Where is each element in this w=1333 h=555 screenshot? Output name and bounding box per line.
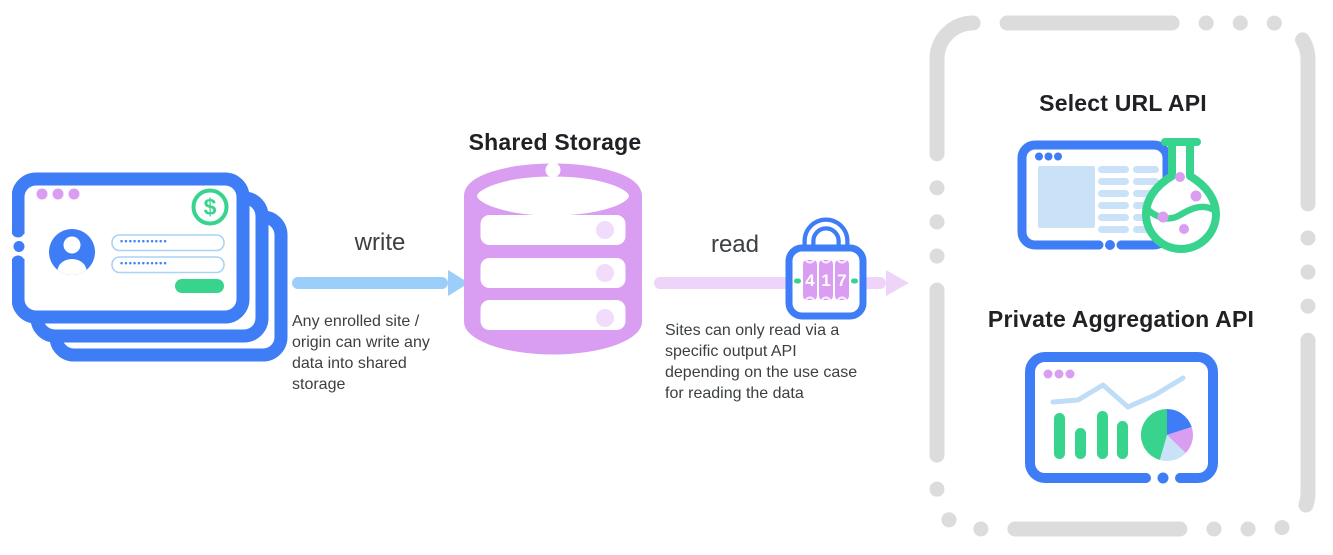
private-aggregation-api-title: Private Aggregation API: [987, 306, 1255, 332]
border-dot: [1105, 240, 1115, 250]
write-arrow: [292, 270, 469, 296]
bar-chart: [1054, 411, 1128, 459]
password-mask: •••••••••••: [120, 258, 168, 268]
login-button[interactable]: [175, 279, 224, 293]
window-control-dots: [1043, 369, 1075, 379]
combination-lock-icon: 4 1 7: [785, 217, 867, 320]
border-dot: [13, 241, 25, 252]
currency-symbol: $: [204, 194, 217, 220]
read-label: read: [710, 231, 760, 258]
lock-mark-right: [851, 278, 858, 284]
read-description: Sites can only read via a specific outpu…: [665, 322, 858, 402]
select-url-api-title: Select URL API: [1039, 90, 1207, 116]
content-block: [1038, 166, 1095, 228]
write-label: write: [354, 229, 406, 256]
shared-storage-title: Shared Storage: [468, 129, 642, 155]
site-window-front: $ ••••••••••• •••••••••••: [12, 172, 250, 324]
lock-dials[interactable]: 4 1 7: [803, 254, 849, 307]
window-control-dots: [36, 188, 80, 200]
user-avatar-icon: [49, 229, 95, 275]
line-chart: [1050, 375, 1186, 410]
database-cylinder-icon: [464, 162, 642, 355]
password-mask: •••••••••••: [120, 236, 168, 246]
border-dot: [1157, 472, 1169, 484]
experiment-flask-icon: [1142, 138, 1220, 253]
stacked-browser-windows-icon: $ ••••••••••• •••••••••••: [12, 172, 288, 362]
lock-mark-left: [794, 278, 801, 284]
write-description: Any enrolled site / origin can write any…: [292, 313, 430, 393]
database-slots: [480, 215, 626, 330]
charts-dashboard-icon: [1025, 352, 1218, 485]
pie-chart: [1140, 408, 1193, 462]
window-control-dots: [1035, 152, 1062, 161]
lock-digit: 1: [821, 271, 830, 290]
flask-bubbles: [1157, 172, 1202, 234]
lock-digit: 7: [837, 271, 846, 290]
output-apis-container: [929, 15, 1316, 537]
password-field[interactable]: •••••••••••: [111, 234, 225, 252]
select-url-api-icon: [1017, 138, 1220, 253]
cylinder-top-gap: [545, 162, 561, 178]
password-field[interactable]: •••••••••••: [111, 256, 225, 274]
lock-digit: 4: [805, 271, 815, 290]
dollar-coin-icon: $: [191, 188, 229, 226]
